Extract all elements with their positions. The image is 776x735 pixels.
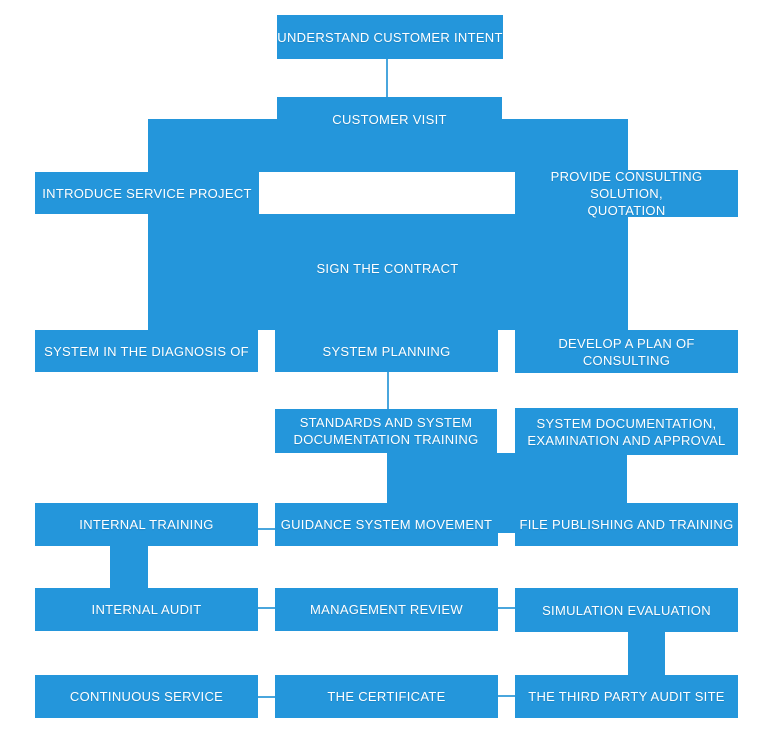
- connector-line-training-guidance: [258, 528, 275, 530]
- node-label: INTRODUCE SERVICE PROJECT: [42, 185, 252, 201]
- connector-line-management-simulation: [498, 607, 515, 609]
- node-internal-training: INTERNAL TRAINING: [35, 503, 258, 546]
- node-label: SIMULATION EVALUATION: [542, 602, 711, 618]
- node-the-certificate: THE CERTIFICATE: [275, 675, 498, 718]
- connector-line-continuous-certificate: [258, 696, 275, 698]
- node-develop-a-plan-of-consulting: DEVELOP A PLAN OF CONSULTING: [515, 330, 738, 373]
- node-label: STANDARDS AND SYSTEM DOCUMENTATION TRAIN…: [293, 415, 479, 447]
- node-label: SYSTEM PLANNING: [322, 343, 451, 359]
- node-label: UNDERSTAND CUSTOMER INTENT: [277, 29, 503, 45]
- node-guidance-system-movement: GUIDANCE SYSTEM MOVEMENT: [275, 503, 498, 546]
- node-label: CONTINUOUS SERVICE: [69, 689, 224, 704]
- connector-central-band: [148, 119, 628, 330]
- connector-internal-training-audit: [110, 546, 148, 589]
- node-continuous-service: CONTINUOUS SERVICE: [35, 675, 258, 718]
- node-internal-audit: INTERNAL AUDIT: [35, 588, 258, 631]
- connector-line-audit-management: [258, 607, 275, 609]
- node-the-third-party-audit-site: THE THIRD PARTY AUDIT SITE: [515, 675, 738, 718]
- node-label: SYSTEM DOCUMENTATION, EXAMINATION AND AP…: [527, 415, 726, 448]
- node-standards-and-system-documentation-training: STANDARDS AND SYSTEM DOCUMENTATION TRAIN…: [275, 409, 497, 453]
- connector-line-planning-standards: [387, 372, 389, 409]
- node-label: PROVIDE CONSULTING SOLUTION, QUOTATION: [550, 169, 703, 218]
- node-label: INTERNAL AUDIT: [91, 602, 202, 617]
- node-label: FILE PUBLISHING AND TRAINING: [519, 517, 734, 532]
- node-understand-customer-intent: UNDERSTAND CUSTOMER INTENT: [277, 15, 503, 59]
- connector-simulation-thirdparty: [628, 631, 665, 675]
- band-white-cutout: [259, 172, 515, 214]
- node-label: SIGN THE CONTRACT: [316, 260, 459, 276]
- node-label: MANAGEMENT REVIEW: [310, 602, 463, 617]
- node-label: THE THIRD PARTY AUDIT SITE: [528, 689, 725, 704]
- node-file-publishing-and-training: FILE PUBLISHING AND TRAINING: [515, 503, 738, 546]
- node-label: DEVELOP A PLAN OF CONSULTING: [558, 335, 695, 368]
- node-label: INTERNAL TRAINING: [79, 517, 214, 532]
- node-system-planning: SYSTEM PLANNING: [275, 330, 498, 372]
- node-customer-visit: CUSTOMER VISIT: [277, 97, 502, 141]
- connector-line-certificate-thirdparty: [498, 695, 515, 697]
- node-label: THE CERTIFICATE: [327, 689, 446, 704]
- connector-line-understand-visit: [386, 59, 388, 97]
- node-label: CUSTOMER VISIT: [332, 111, 447, 127]
- node-management-review: MANAGEMENT REVIEW: [275, 588, 498, 631]
- node-system-documentation-examination-and-approval: SYSTEM DOCUMENTATION, EXAMINATION AND AP…: [515, 408, 738, 455]
- node-label: GUIDANCE SYSTEM MOVEMENT: [280, 517, 493, 532]
- node-simulation-evaluation: SIMULATION EVALUATION: [515, 588, 738, 632]
- node-label: SYSTEM IN THE DIAGNOSIS OF: [44, 343, 249, 359]
- node-sign-the-contract: SIGN THE CONTRACT: [277, 246, 498, 290]
- node-provide-consulting-solution: PROVIDE CONSULTING SOLUTION, QUOTATION: [515, 169, 738, 218]
- node-introduce-service-project: INTRODUCE SERVICE PROJECT: [35, 172, 259, 214]
- node-system-in-the-diagnosis-of: SYSTEM IN THE DIAGNOSIS OF: [35, 330, 258, 372]
